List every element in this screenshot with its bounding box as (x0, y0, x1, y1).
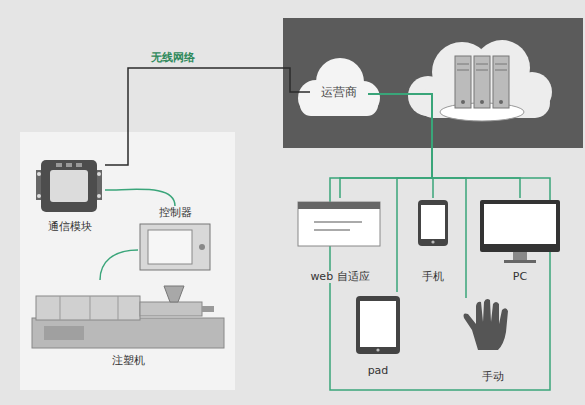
server-icon (476, 70, 488, 71)
hand-device: 手动 (462, 298, 524, 384)
pad-icon (360, 301, 396, 347)
node-label: 手动 (482, 371, 504, 383)
node-label: 通信模块 (48, 221, 92, 233)
machine-illustration (44, 326, 84, 340)
node-label: web 自适应 (308, 271, 371, 283)
node-label: 控制器 (159, 207, 192, 219)
web-icon (314, 221, 362, 223)
pc-icon (484, 204, 556, 244)
left-panel (20, 132, 235, 390)
phone-icon (421, 205, 445, 239)
phone-icon (418, 200, 448, 246)
module-icon (97, 194, 101, 198)
phone-icon (431, 240, 434, 243)
server-icon (440, 56, 524, 121)
server-icon (499, 100, 503, 104)
server-icon (495, 64, 507, 65)
machine-illustration (118, 296, 119, 320)
dark-panel (283, 18, 583, 148)
edge-label: 无线网络 (148, 51, 198, 64)
pc-icon (504, 260, 536, 263)
module-icon (97, 172, 101, 176)
phone-device: 手机 (412, 198, 454, 284)
node-label: PC (513, 271, 527, 283)
web-icon (298, 202, 380, 246)
server-icon (474, 56, 490, 108)
hand-icon (464, 299, 509, 350)
module-icon (36, 160, 102, 212)
module-icon (37, 172, 41, 176)
connector (340, 94, 432, 198)
machine-illustration (36, 296, 140, 320)
node-label: 运营商 (321, 86, 357, 98)
connector (368, 94, 432, 292)
controller: 控制器 (138, 206, 212, 272)
server-icon (476, 64, 488, 65)
pc-icon (480, 200, 560, 252)
phone-icon (418, 200, 448, 246)
pc-device: PC (478, 198, 562, 284)
pc-icon (513, 252, 527, 260)
pad-device: pad (352, 292, 404, 378)
server-icon (455, 56, 471, 108)
module-icon (41, 160, 97, 212)
machine-illustration (90, 296, 91, 320)
comm-module: 通信模块 (35, 152, 105, 234)
module-icon (37, 194, 41, 198)
controller-icon (140, 224, 210, 270)
server-icon (457, 64, 469, 65)
module-icon (50, 170, 88, 202)
server-icon (461, 100, 465, 104)
connector (368, 94, 520, 198)
pc-icon (480, 200, 560, 263)
pad-icon (356, 296, 400, 354)
web-icon (298, 202, 380, 246)
controller-icon (199, 244, 205, 250)
connector (105, 68, 310, 165)
machine-illustration (60, 296, 61, 320)
node-label: pad (368, 365, 389, 377)
controller-icon (148, 230, 192, 264)
module-icon (76, 163, 82, 167)
web-icon (298, 202, 380, 209)
server-icon (457, 70, 469, 71)
connector (368, 94, 466, 298)
web-icon (314, 229, 350, 231)
machine-illustration (164, 286, 184, 302)
injection-machine: 注塑机 (28, 280, 228, 368)
dark-panel (283, 18, 583, 148)
machine-illustration (32, 286, 224, 348)
left-panel (20, 132, 235, 390)
server-cloud (408, 40, 552, 118)
connector (368, 94, 433, 198)
web-device: web 自适应 (298, 198, 382, 284)
module-icon (56, 163, 62, 167)
pad-icon (376, 348, 379, 351)
machine-illustration (140, 302, 202, 316)
controller-icon (140, 224, 210, 270)
operator-cloud: 运营商 (310, 80, 368, 104)
connector (100, 250, 138, 280)
node-label: 注塑机 (112, 355, 145, 367)
server-icon (493, 56, 509, 108)
module-icon (66, 163, 72, 167)
pad-icon (356, 296, 400, 354)
operator-cloud (298, 58, 380, 116)
server-icon (495, 70, 507, 71)
machine-illustration (202, 306, 214, 312)
machine-illustration (32, 318, 224, 348)
server-icon (480, 100, 484, 104)
connector (105, 189, 175, 206)
hand-icon (464, 299, 509, 350)
node-label: 手机 (422, 271, 444, 283)
